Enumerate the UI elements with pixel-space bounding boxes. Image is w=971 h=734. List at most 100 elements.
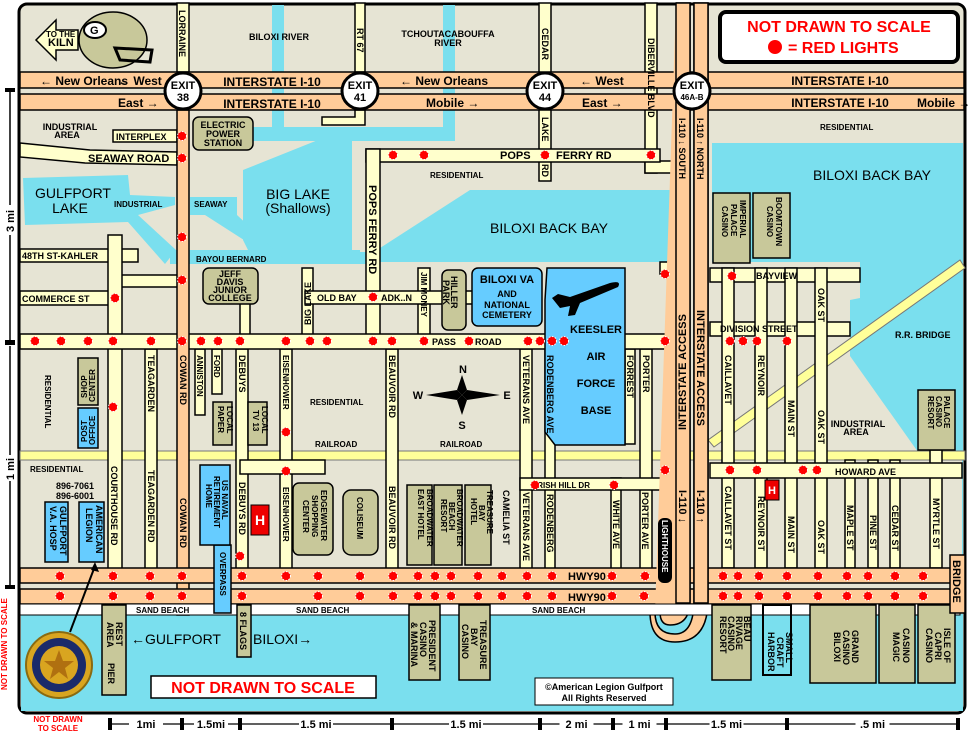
red-light-icon xyxy=(430,571,440,581)
i10-direction-label: Mobile → xyxy=(426,96,479,110)
legend-red-lights: = RED LIGHTS xyxy=(788,40,899,57)
grand-casino-label: CASINO xyxy=(841,630,851,665)
boomtown-label: CASINO xyxy=(765,206,774,237)
red-light-icon xyxy=(752,336,762,346)
veterans-ave-label: VETERANS AVE xyxy=(521,355,531,424)
american-legion-label: AMERICAN xyxy=(94,505,104,554)
american-legion-label: LEGION xyxy=(84,508,94,543)
red-light-icon xyxy=(813,591,823,601)
red-light-icon xyxy=(640,571,650,581)
adkn-label: ADK..N xyxy=(381,293,412,303)
red-light-icon xyxy=(281,336,291,346)
eisenhower-label: EISENHOWER xyxy=(281,487,290,542)
imperial-palace-label: IMPERIAL xyxy=(738,200,747,238)
main-st-label: MAIN ST xyxy=(786,400,796,438)
grand-casino-label: GRAND xyxy=(850,630,860,663)
svg-text:S: S xyxy=(458,420,465,432)
beau-rivage-label: RIVAGE xyxy=(734,616,744,650)
red-light-icon xyxy=(607,591,617,601)
i110-label: I-110 ↑ xyxy=(694,490,706,523)
red-light-icon xyxy=(523,336,533,346)
jeff-davis-label: DAVIS xyxy=(217,277,244,287)
to-the-kiln-arrow: TO THE KILN xyxy=(34,18,79,62)
scale-tick xyxy=(611,718,615,730)
red-light-icon xyxy=(754,591,764,601)
back-bay-label: BILOXI BACK BAY xyxy=(813,167,932,183)
red-light-icon xyxy=(55,571,65,581)
small-craft-harbor-label: HARBOR xyxy=(766,632,776,672)
red-light-icon xyxy=(355,571,365,581)
eight-flags-label: 8 FLAGS xyxy=(238,612,248,650)
red-light-icon xyxy=(813,571,823,581)
pass-road-label: ROAD xyxy=(475,337,502,347)
hwy90-label: HWY90 xyxy=(568,571,606,583)
left-scale: 3 mi 1 mi NOT DRAWN TO SCALE NOT DRAWN T… xyxy=(0,88,83,733)
red-light-icon xyxy=(547,571,557,581)
caillavet-st-label: CAILLAVET ST xyxy=(723,486,733,550)
i10-direction-label: ← New Orleans xyxy=(400,74,488,88)
red-light-icon xyxy=(355,591,365,601)
interstate-labels: ← New Orleans ← West East → INTERSTATE I… xyxy=(40,74,970,111)
palace-casino-label: CASINO xyxy=(934,396,943,427)
big-lake-label: (Shallows) xyxy=(265,200,330,216)
lorraine-label: LORRAINE xyxy=(177,10,187,57)
svg-text:46A-B: 46A-B xyxy=(680,93,703,102)
keesler-label: AIR xyxy=(587,351,606,363)
bridge-label: BRIDGE xyxy=(950,560,962,603)
interstate-access-label: INTERSTATE ACCESS xyxy=(694,310,706,426)
west-back-bay xyxy=(380,190,675,262)
compass-rose-icon: N S W E xyxy=(413,364,511,432)
svg-text:EXIT: EXIT xyxy=(533,80,558,92)
red-light-icon xyxy=(313,591,323,601)
red-light-icon xyxy=(145,571,155,581)
red-light-icon xyxy=(646,150,656,160)
red-light-icon xyxy=(530,480,540,490)
red-light-icon xyxy=(368,336,378,346)
red-light-icon xyxy=(752,465,762,475)
seaway-channel xyxy=(190,197,285,260)
red-light-icon xyxy=(56,336,66,346)
tchoutacabouffa-label: RIVER xyxy=(434,38,462,48)
power-station-label: ELECTRIC xyxy=(201,120,247,130)
red-light-icon xyxy=(782,336,792,346)
red-light-icon xyxy=(235,551,245,561)
middle-labels: RESIDENTIAL SHOP CENTER POST OFFICE TEAG… xyxy=(43,310,951,490)
forrest-label: FORREST xyxy=(625,355,635,399)
red-light-icon xyxy=(177,131,187,141)
edgewater-label: CENTER xyxy=(301,500,310,533)
beau-rivage-label: BEAU xyxy=(742,616,752,642)
casino-magic-label: MAGIC xyxy=(891,632,901,662)
legend-box: NOT DRAWN TO SCALE = RED LIGHTS xyxy=(718,10,960,64)
broadwater-resort-label: BEACH xyxy=(447,502,456,531)
sand-beach-label: SAND BEACH xyxy=(136,606,190,615)
red-light-icon xyxy=(522,591,532,601)
scale-tick xyxy=(238,718,242,730)
rest-area-label: AREA xyxy=(105,622,115,648)
rt67-label: RT 67 xyxy=(355,28,365,53)
red-light-icon xyxy=(718,571,728,581)
local-paper-label: LOCAL xyxy=(225,406,234,434)
lake-rd-label: LAKE xyxy=(540,117,550,142)
rodenberg-ave-label: RODENBERG AVE xyxy=(545,355,555,434)
scale-3mi-label: 3 mi xyxy=(5,210,17,232)
casino-magic-label: CASINO xyxy=(901,628,911,663)
red-lights xyxy=(30,131,928,601)
white-ave-label: WHITE AVE xyxy=(611,500,621,549)
oak-st-label: OAK ST xyxy=(816,520,826,555)
red-light-icon xyxy=(535,336,545,346)
airplane-icon xyxy=(552,282,619,316)
scale-1mi-label: 1 mi xyxy=(5,458,17,480)
teagarden-label: TEAGARDEN xyxy=(146,355,156,412)
gulfport-lake-label: LAKE xyxy=(52,200,88,216)
cowan-rd-label: COWAN RD xyxy=(178,355,188,405)
not-to-scale-label: NOT DRAWN TO SCALE xyxy=(171,680,355,697)
isle-of-capri-label: CASINO xyxy=(924,628,934,663)
old-bay-label: OLD BAY xyxy=(317,293,357,303)
kiln-label: TO THE xyxy=(46,30,76,39)
scale-distance-label: 1.5 mi xyxy=(450,719,481,731)
red-light-icon xyxy=(388,591,398,601)
red-light-icon xyxy=(235,336,245,346)
broadwater-east-label: EAST HOTEL xyxy=(416,489,425,540)
railroad-label: RAILROAD xyxy=(315,440,357,449)
